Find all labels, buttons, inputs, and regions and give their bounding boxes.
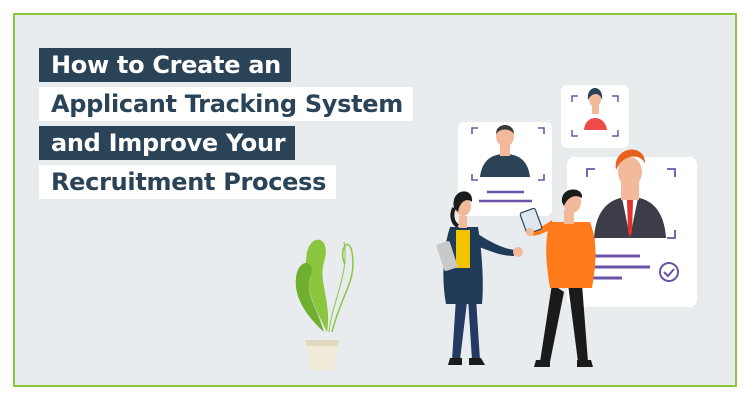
potted-plant	[295, 239, 354, 370]
candidate-card-main	[567, 149, 697, 307]
recruiter-woman	[436, 191, 523, 365]
candidate-card-top	[561, 85, 629, 148]
banner-title: How to Create an Applicant Tracking Syst…	[39, 48, 413, 204]
banner-frame: How to Create an Applicant Tracking Syst…	[13, 13, 737, 387]
candidate-card-left	[458, 122, 552, 216]
title-line-1: How to Create an	[39, 48, 291, 82]
checkmark-icon	[659, 262, 679, 282]
title-line-2: Applicant Tracking System	[39, 87, 413, 121]
title-line-3: and Improve Your	[39, 126, 296, 160]
title-line-4: Recruitment Process	[39, 165, 337, 199]
illustration	[295, 85, 697, 370]
recruiter-man	[519, 189, 596, 367]
